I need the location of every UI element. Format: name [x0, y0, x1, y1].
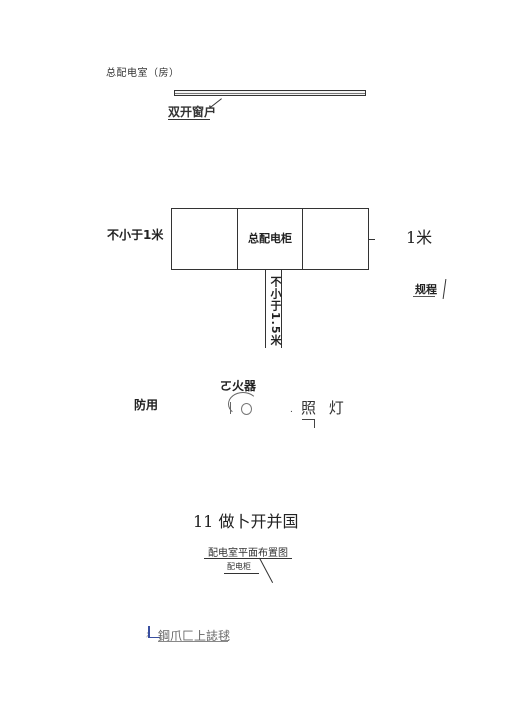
window-label-underline	[168, 119, 210, 120]
footer-underline	[158, 641, 228, 642]
distribution-cabinet-row: 总配电柜	[171, 208, 369, 270]
lighting-bracket-icon	[302, 419, 315, 428]
cabinet-center: 总配电柜	[236, 209, 303, 269]
right-clearance-label: 1米	[406, 228, 433, 247]
window-symbol	[174, 90, 366, 96]
caption-sub-label: 配电柜	[227, 562, 251, 571]
window-label: 双开窗户	[168, 105, 217, 119]
front-clearance-label: 不小于1.5米	[269, 276, 282, 347]
page-title: 总配电室（房）	[106, 68, 180, 79]
lighting-dot: .	[290, 405, 293, 415]
spec-bar	[442, 279, 447, 299]
spec-underline	[413, 296, 435, 297]
lighting-label: 照 灯	[301, 399, 344, 417]
caption-underline	[204, 558, 292, 559]
spec-label: 规程	[415, 283, 437, 296]
cabinet-right	[302, 209, 368, 269]
footer-line-icon	[148, 637, 160, 638]
footer-text: 鋼爪匚上誌毬	[158, 629, 231, 643]
fire-extinguisher-label: ㄛ火器	[220, 379, 257, 393]
right-dimension-tick	[369, 239, 375, 240]
front-dimension-line-left	[265, 270, 266, 348]
caption-leader-line	[259, 557, 274, 583]
front-dimension-line-right	[281, 270, 282, 348]
large-heading-text: 11 做卜开并国	[193, 512, 299, 531]
cabinet-left	[172, 209, 237, 269]
fire-extinguisher-circle-icon	[241, 403, 252, 415]
left-clearance-label: 不小于1米	[107, 228, 164, 242]
diagram-caption: 配电室平面布置图	[208, 548, 288, 559]
fire-use-label: 防用	[134, 398, 159, 412]
cabinet-center-label: 总配电柜	[248, 232, 292, 245]
footer-bar-icon	[148, 626, 150, 638]
caption-sub-underline	[224, 573, 259, 574]
fire-extinguisher-arc-icon	[228, 392, 258, 416]
footer-mark: ;	[146, 629, 149, 638]
fire-extinguisher-post-icon	[230, 402, 231, 414]
